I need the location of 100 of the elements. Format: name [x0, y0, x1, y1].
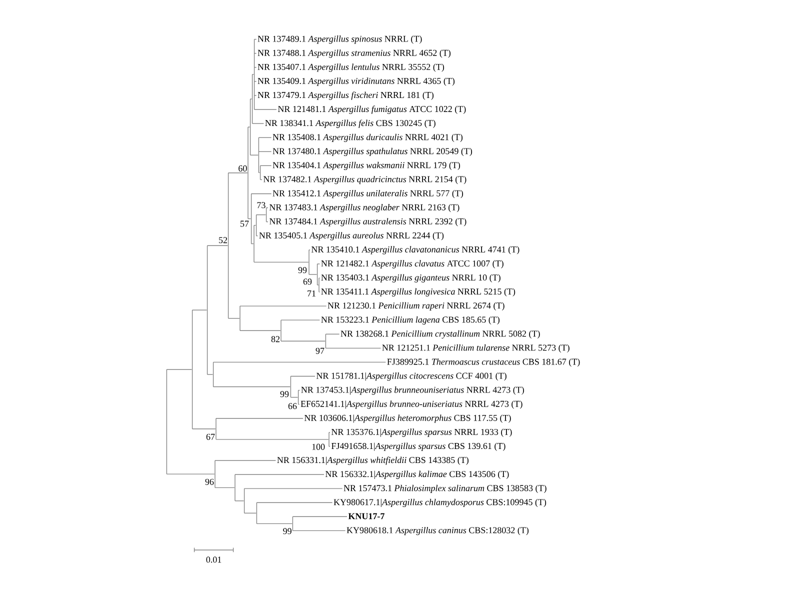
- bootstrap-value: 57: [240, 220, 249, 227]
- horizontal-branch: [206, 374, 214, 375]
- horizontal-branch: [325, 348, 382, 349]
- taxon-label: NR 137482.1 Aspergillus quadricinctus NRRL 2154 (T): [263, 176, 466, 184]
- horizontal-branch: [252, 123, 264, 124]
- horizontal-branch: [250, 193, 272, 194]
- horizontal-branch: [192, 428, 216, 430]
- horizontal-branch: [214, 460, 276, 461]
- taxon-label: NR 137489.1 Aspergillus spinosus NRRL (T): [258, 36, 422, 44]
- horizontal-branch: [292, 516, 348, 517]
- taxon-label: NR 135403.1 Aspergillus giganteus NRRL 10 (T): [321, 274, 500, 282]
- horizontal-branch: [280, 340, 326, 342]
- bootstrap-value: 69: [303, 278, 312, 285]
- horizontal-branch: [290, 376, 316, 377]
- taxon-label: NR 137488.1 Aspergillus stramenius NRRL 4652 (T): [258, 50, 451, 58]
- bootstrap-value: 99: [280, 391, 289, 398]
- taxon-label: NR 153223.1 Penicillium lagena CBS 185.65 (T): [321, 316, 500, 324]
- taxon-label: NR 137480.1 Aspergillus spathulatus NRRL 20549 (T): [272, 148, 472, 156]
- taxon-label: NR 121482.1 Aspergillus clavatus ATCC 1007 (T): [321, 260, 504, 268]
- horizontal-branch: [250, 243, 254, 244]
- bootstrap-value: 67: [206, 434, 215, 440]
- taxon-label: NR 103606.1|Aspergillus heteromorphus CBS 117.55 (T): [304, 414, 511, 423]
- horizontal-branch: [292, 530, 346, 532]
- bootstrap-value: 66: [288, 403, 297, 410]
- scale-label: 0.01: [206, 556, 222, 563]
- horizontal-branch: [248, 218, 252, 220]
- taxon-label: NR 135376.1|Aspergillus sparsus NRRL 1933 (T): [331, 428, 512, 437]
- horizontal-branch: [254, 95, 257, 96]
- taxon-label: NR 121230.1 Penicillium raperi NRRL 2674 (T): [328, 302, 504, 310]
- horizontal-branch: [254, 109, 277, 110]
- taxon-label: NR 137484.1 Aspergillus australensis NRRL 2392 (T): [269, 218, 466, 226]
- taxon-label: NR 135407.1 Aspergillus lentulus NRRL 35552 (T): [258, 64, 444, 72]
- taxon-label: NR 156331.1|Aspergillus whitfieldii CBS 143385 (T): [277, 456, 468, 465]
- taxon-label: NR 135410.1 Aspergillus clavatonanicus NRRL 4741 (T): [311, 246, 520, 254]
- bootstrap-value: 100: [312, 444, 325, 450]
- taxon-label: NR 156332.1|Aspergillus kalimae CBS 143506 (T): [325, 470, 509, 479]
- horizontal-branch: [258, 151, 272, 152]
- bootstrap-value: 73: [257, 202, 266, 208]
- taxon-label: NR 137483.1 Aspergillus neoglaber NRRL 2163 (T): [269, 204, 460, 212]
- taxon-label: NR 135404.1 Aspergillus waksmanii NRRL 179 (T): [272, 162, 460, 170]
- horizontal-branch: [248, 126, 250, 128]
- horizontal-branch: [212, 362, 386, 363]
- horizontal-branch: [228, 318, 240, 319]
- horizontal-branch: [256, 214, 266, 216]
- taxon-label: FJ491658.1|Aspergillus sparsus CBS 139.61 (T): [331, 442, 506, 451]
- taxon-label: NR 137479.1 Aspergillus fischeri NRRL 181 (T): [258, 92, 434, 100]
- taxon-label: NR 135411.1 Aspergillus longivesica NRRL 5215 (T): [321, 288, 516, 296]
- horizontal-branch: [254, 81, 257, 82]
- horizontal-branch: [266, 207, 268, 208]
- bootstrap-value: 97: [316, 348, 324, 354]
- taxon-label: NR 138268.1 Penicillium crystallinum NRRL 5082 (T): [340, 330, 540, 339]
- horizontal-branch: [290, 396, 298, 398]
- horizontal-branch: [258, 137, 272, 138]
- taxon-label: NR 135409.1 Aspergillus viridinutans NRRL 4365 (T): [258, 78, 455, 86]
- horizontal-branch: [216, 418, 304, 419]
- horizontal-branch: [308, 274, 318, 275]
- horizontal-branch: [234, 474, 324, 475]
- horizontal-branch: [266, 221, 268, 222]
- bootstrap-value: 71: [308, 290, 316, 296]
- horizontal-branch: [228, 172, 248, 174]
- taxon-label: EF652141.1|Aspergillus brunneo-uniseriatus NRRL 4273 (T): [300, 400, 522, 409]
- taxon-label: NR 137453.1|Aspergillus brunneouniseriatus NRRL 4273 (T): [301, 386, 524, 395]
- horizontal-branch: [206, 245, 228, 246]
- horizontal-branch: [244, 512, 256, 514]
- horizontal-branch: [244, 488, 343, 489]
- taxon-label: NR 135412.1 Aspergillus unilateralis NRRL 577 (T): [272, 190, 464, 198]
- horizontal-branch: [234, 500, 244, 502]
- taxon-label: NR 121481.1 Aspergillus fumigatus ATCC 1022 (T): [278, 106, 466, 114]
- horizontal-branch: [250, 154, 258, 156]
- horizontal-branch: [166, 369, 192, 370]
- horizontal-branch: [260, 165, 272, 166]
- bootstrap-value: 52: [219, 237, 227, 244]
- horizontal-branch: [254, 262, 309, 263]
- horizontal-branch: [216, 439, 329, 440]
- taxon-label: NR 138341.1 Aspergillus felis CBS 130245 (T): [265, 120, 436, 128]
- taxon-label: NR 121251.1 Penicillium tularense NRRL 5273 (T): [382, 344, 570, 353]
- horizontal-branch: [254, 38, 257, 40]
- bootstrap-value: 96: [205, 478, 214, 485]
- horizontal-branch: [254, 67, 257, 68]
- horizontal-branch: [298, 390, 300, 391]
- horizontal-branch: [212, 386, 290, 388]
- taxon-label: FJ389925.1 Thermoascus crustaceus CBS 181.67 (T): [387, 358, 580, 367]
- taxon-label: NR 135405.1 Aspergillus aureolus NRRL 2244 (T): [259, 232, 444, 240]
- horizontal-branch: [260, 179, 262, 180]
- taxon-label: KNU17-7: [348, 513, 384, 520]
- horizontal-branch: [256, 523, 292, 524]
- bootstrap-value: 99: [298, 267, 307, 274]
- taxon-label: KY980617.1|Aspergillus chlamydosporus CBS:109945 (T): [334, 498, 546, 508]
- taxon-label: KY980618.1 Aspergillus caninus CBS:128032 (T): [346, 526, 529, 536]
- bootstrap-value: 60: [238, 165, 247, 172]
- taxon-label: NR 135408.1 Aspergillus duricaulis NRRL 4021 (T): [272, 134, 463, 142]
- bootstrap-value: 99: [283, 528, 292, 534]
- horizontal-branch: [254, 224, 256, 226]
- taxon-label: NR 157473.1 Phialosimplex salinarum CBS 138583 (T): [344, 484, 546, 493]
- horizontal-branch: [214, 487, 235, 488]
- bootstrap-value: 82: [271, 336, 280, 342]
- horizontal-branch: [240, 330, 281, 331]
- taxon-label: NR 151781.1|Aspergillus citocrescens CCF 4001 (T): [316, 372, 506, 381]
- horizontal-branch: [254, 52, 257, 54]
- horizontal-branch: [256, 502, 333, 503]
